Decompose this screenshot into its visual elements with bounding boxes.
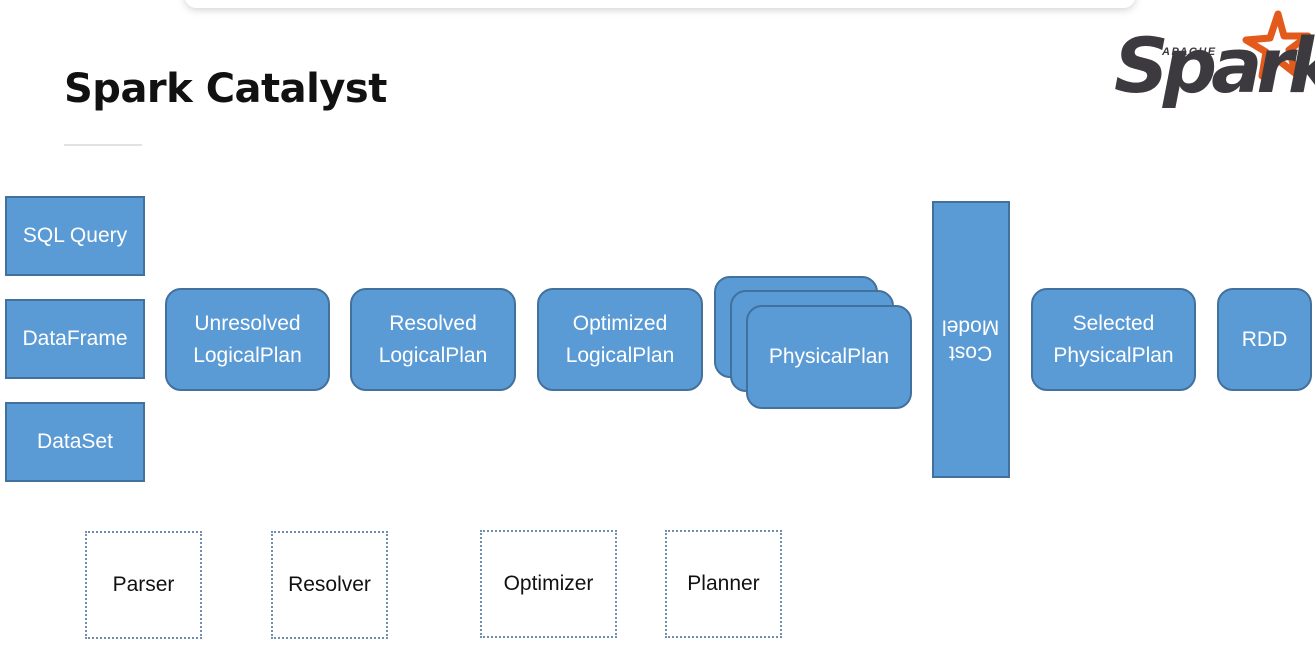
cost-model-line-2: Model (942, 315, 1000, 339)
stage-optimizer: Optimizer (480, 530, 617, 638)
cost-model-line-1: Cost (949, 341, 993, 365)
plan-line-2: LogicalPlan (378, 343, 488, 367)
plan-line-1: Optimized (572, 312, 668, 335)
cost-model-label: Cost Model (942, 311, 1000, 368)
plan-line-2: LogicalPlan (565, 343, 675, 367)
stage-resolver: Resolver (271, 531, 388, 639)
plan-line-1: Unresolved (194, 312, 301, 335)
physical-plan: PhysicalPlan (746, 305, 912, 409)
selected-physical-plan: Selected PhysicalPlan (1031, 288, 1196, 391)
logo-spark-text: Spark (1114, 21, 1315, 110)
cost-model: Cost Model (932, 201, 1010, 478)
stage-label: Planner (687, 572, 760, 595)
input-dataset: DataSet (5, 402, 145, 482)
input-label: DataSet (37, 430, 113, 454)
top-window-bar (185, 0, 1135, 8)
page-title: Spark Catalyst (64, 66, 387, 112)
plan-line-1: Selected (1072, 312, 1155, 335)
stage-parser: Parser (85, 531, 202, 639)
plan-line-2: PhysicalPlan (1053, 343, 1174, 367)
stage-planner: Planner (665, 530, 782, 638)
plan-line-2: LogicalPlan (193, 343, 302, 367)
plan-label: PhysicalPlan (768, 345, 890, 369)
input-label: SQL Query (22, 224, 128, 248)
stage-label: Resolver (288, 573, 371, 596)
input-sql-query: SQL Query (5, 196, 145, 276)
stage-label: Parser (112, 573, 175, 596)
resolved-logical-plan: Resolved LogicalPlan (350, 288, 516, 391)
logo-apache-text: APACHE (1162, 46, 1217, 58)
optimized-logical-plan: Optimized LogicalPlan (537, 288, 703, 391)
unresolved-logical-plan: Unresolved LogicalPlan (165, 288, 330, 391)
stage-label: Optimizer (503, 572, 594, 595)
input-dataframe: DataFrame (5, 299, 145, 379)
plan-line-1: Resolved (389, 312, 477, 335)
rdd: RDD (1217, 288, 1312, 391)
title-underline (64, 144, 142, 146)
plan-label: RDD (1241, 327, 1288, 351)
apache-spark-logo: APACHE Spark (1108, 8, 1315, 123)
spark-star-icon (1242, 10, 1312, 80)
input-label: DataFrame (22, 327, 128, 351)
